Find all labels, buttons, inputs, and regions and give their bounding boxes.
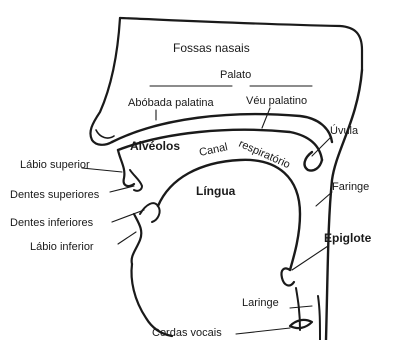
- label-cordas-vocais: Cordas vocais: [152, 327, 222, 339]
- label-veu-palatino: Véu palatino: [246, 95, 307, 107]
- label-fossas-nasais: Fossas nasais: [173, 41, 250, 55]
- label-labio-superior: Lábio superior: [20, 159, 90, 171]
- nose-tip-outline: [96, 130, 114, 138]
- larynx-back-wall: [318, 296, 320, 340]
- label-epiglote: Epiglote: [324, 231, 372, 245]
- nose-outline: [90, 18, 120, 145]
- epiglottis-outline: [281, 268, 294, 285]
- label-lingua: Língua: [196, 184, 236, 198]
- leader-veu: [262, 108, 270, 128]
- leader-cordas-vocais: [236, 328, 290, 334]
- hard-palate-upper: [112, 114, 332, 142]
- leader-epiglote: [292, 246, 328, 270]
- label-labio-inferior: Lábio inferior: [30, 241, 94, 253]
- vocal-cords-outline: [290, 320, 312, 328]
- label-alveolos: Alvéolos: [130, 139, 180, 153]
- leader-laringe: [290, 306, 312, 308]
- label-uvula: Úvula: [330, 124, 359, 137]
- label-canal-1: Canal: [198, 141, 229, 159]
- label-dentes-inferiores: Dentes inferiores: [10, 217, 94, 229]
- label-canal-2: respiratório: [237, 138, 292, 171]
- label-faringe: Faringe: [332, 181, 369, 193]
- larynx-front-wall: [296, 288, 300, 330]
- label-palato: Palato: [220, 69, 251, 81]
- upper-teeth-outline: [130, 170, 142, 191]
- leader-dentes-superiores: [110, 186, 134, 192]
- upper-lip-outline: [118, 150, 134, 186]
- label-dentes-superiores: Dentes superiores: [10, 189, 100, 201]
- lower-lip-outline: [132, 214, 142, 264]
- lower-teeth-outline: [140, 203, 160, 222]
- jaw-outline: [132, 264, 172, 336]
- label-abobada-palatina: Abóbada palatina: [128, 97, 215, 109]
- leader-dentes-inferiores: [112, 210, 144, 222]
- label-laringe: Laringe: [242, 297, 279, 309]
- pharynx-back-wall: [326, 70, 362, 340]
- tongue-outline: [158, 160, 300, 270]
- leader-labio-inferior: [118, 232, 136, 244]
